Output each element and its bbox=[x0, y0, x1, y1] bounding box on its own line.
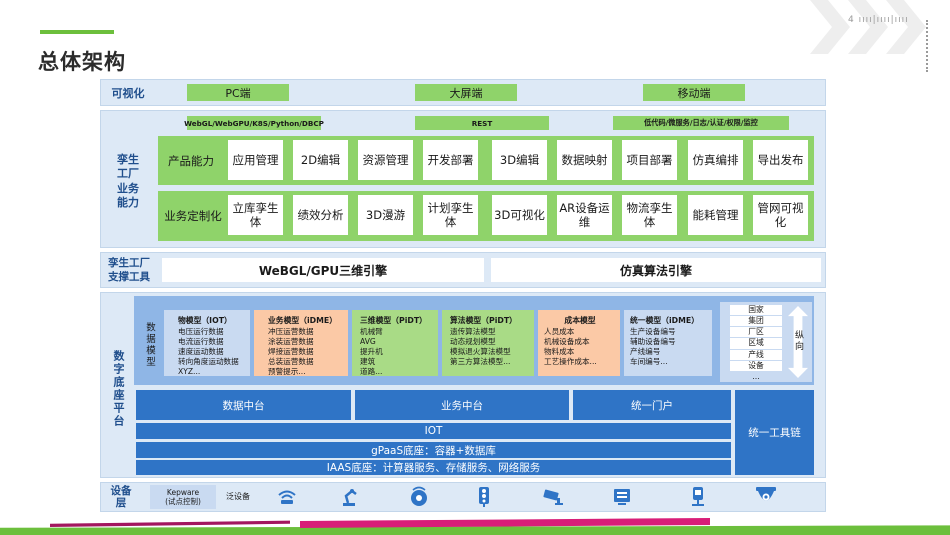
custom-ar-maintenance: AR设备运维 bbox=[557, 195, 612, 235]
model-business: 业务模型（iDME） 冲压运营数据 涂装运营数据 焊接运营数据 总装运营数据 预… bbox=[254, 310, 348, 376]
bottom-magenta-stroke-right bbox=[300, 518, 710, 528]
digital-base-label: 数字底座平台 bbox=[112, 350, 125, 428]
custom-pipeline-visualization: 管网可视化 bbox=[753, 195, 808, 235]
hierarchy-label: 纵向 bbox=[793, 330, 803, 352]
capability-3d-editor: 3D编辑 bbox=[492, 140, 547, 180]
data-platform: 数据中台 bbox=[136, 390, 351, 420]
sensor-icon bbox=[406, 484, 432, 510]
chevron-decoration-1-icon bbox=[810, 0, 850, 54]
support-tools-label: 孪生工厂 支撑工具 bbox=[108, 257, 150, 283]
unified-toolchain: 统一工具链 bbox=[735, 390, 814, 475]
capability-resource-management: 资源管理 bbox=[358, 140, 413, 180]
model-iot: 物模型（IOT） 电压运行数据 电流运行数据 速度运动数据 转向角度运动数据 X… bbox=[164, 310, 250, 376]
mobile-client: 移动端 bbox=[643, 84, 745, 101]
twin-capability-label: 孪生 工厂 业务 能力 bbox=[117, 153, 139, 209]
unified-portal: 统一门户 bbox=[573, 390, 731, 420]
bigscreen-client: 大屏端 bbox=[415, 84, 517, 101]
dome-camera-icon bbox=[752, 484, 780, 510]
device-layer-label: 设备层 bbox=[110, 485, 132, 510]
dotted-line-decoration bbox=[926, 20, 929, 72]
simulation-algorithm-engine: 仿真算法引擎 bbox=[491, 258, 821, 282]
model-cost: 成本模型 人员成本 机械设备成本 物料成本 工艺操作成本... bbox=[538, 310, 620, 376]
robot-arm-icon bbox=[338, 485, 362, 509]
monitor-icon bbox=[610, 485, 634, 509]
device-layer bbox=[100, 482, 826, 512]
chevron-decoration-3-icon bbox=[886, 0, 926, 54]
wifi-icon bbox=[275, 485, 299, 509]
capability-2d-editor: 2D编辑 bbox=[293, 140, 348, 180]
generic-device-label: 泛设备 bbox=[226, 492, 250, 501]
traffic-light-icon bbox=[472, 485, 496, 509]
custom-logistics-twin: 物流孪生体 bbox=[622, 195, 677, 235]
tech-tag-rest: REST bbox=[415, 116, 549, 130]
custom-plan-twin: 计划孪生体 bbox=[423, 195, 478, 235]
model-algorithm: 算法模型（PiDT） 遗传算法模型 动态规划模型 模拟退火算法模型 第三方算法模… bbox=[442, 310, 534, 376]
gpaas-bar: gPaaS底座：容器+数据库 bbox=[136, 442, 731, 458]
capability-project-deploy: 项目部署 bbox=[622, 140, 677, 180]
business-platform: 业务中台 bbox=[355, 390, 569, 420]
capability-dev-deploy: 开发部署 bbox=[423, 140, 478, 180]
capability-data-mapping: 数据映射 bbox=[557, 140, 612, 180]
visualization-label: 可视化 bbox=[111, 86, 145, 100]
pc-client: PC端 bbox=[187, 84, 289, 101]
bottom-magenta-stroke-left bbox=[50, 520, 290, 527]
capability-app-management: 应用管理 bbox=[228, 140, 283, 180]
custom-business-label: 业务定制化 bbox=[164, 209, 222, 223]
kepware-box: Kepware (试点控制) bbox=[150, 485, 216, 509]
product-capability-label: 产品能力 bbox=[168, 153, 214, 168]
custom-3d-roaming: 3D漫游 bbox=[358, 195, 413, 235]
chevron-decoration-2-icon bbox=[848, 0, 888, 54]
model-unified: 统一模型（iDME） 生产设备编号 辅助设备编号 产线编号 车间编号... bbox=[624, 310, 712, 376]
custom-energy-management: 能耗管理 bbox=[688, 195, 743, 235]
tech-tag-webgl: WebGL/WebGPU/K8S/Python/DBCP bbox=[184, 116, 324, 130]
camera-icon bbox=[540, 485, 566, 509]
page-number: 4 ıııı|ıııı|ıııı bbox=[848, 15, 909, 25]
iot-bar: IOT bbox=[136, 423, 731, 439]
tech-tag-lowcode: 低代码/微服务/日志/认证/权限/监控 bbox=[613, 116, 789, 130]
custom-3d-visualization: 3D可视化 bbox=[492, 195, 547, 235]
capability-simulation-orchestration: 仿真编排 bbox=[688, 140, 743, 180]
custom-performance-analysis: 绩效分析 bbox=[293, 195, 348, 235]
webgl-3d-engine: WeBGL/GPU三维引擎 bbox=[162, 258, 484, 282]
custom-warehouse-twin: 立库孪生体 bbox=[228, 195, 283, 235]
data-model-label: 数据模型 bbox=[144, 322, 155, 368]
hierarchy-list: 国家 集团 厂区 区域 产线 设备 ... bbox=[730, 305, 782, 382]
page-title: 总体架构 bbox=[38, 50, 126, 74]
capability-export-publish: 导出发布 bbox=[753, 140, 808, 180]
model-3d: 三维模型（PiDT） 机械臂 AVG 提升机 建筑 道路... bbox=[352, 310, 438, 376]
title-accent-bar bbox=[40, 30, 114, 34]
iaas-bar: IAAS底座：计算器服务、存储服务、网络服务 bbox=[136, 460, 731, 475]
bottom-green-strip bbox=[0, 525, 950, 535]
scanner-icon bbox=[686, 485, 710, 509]
